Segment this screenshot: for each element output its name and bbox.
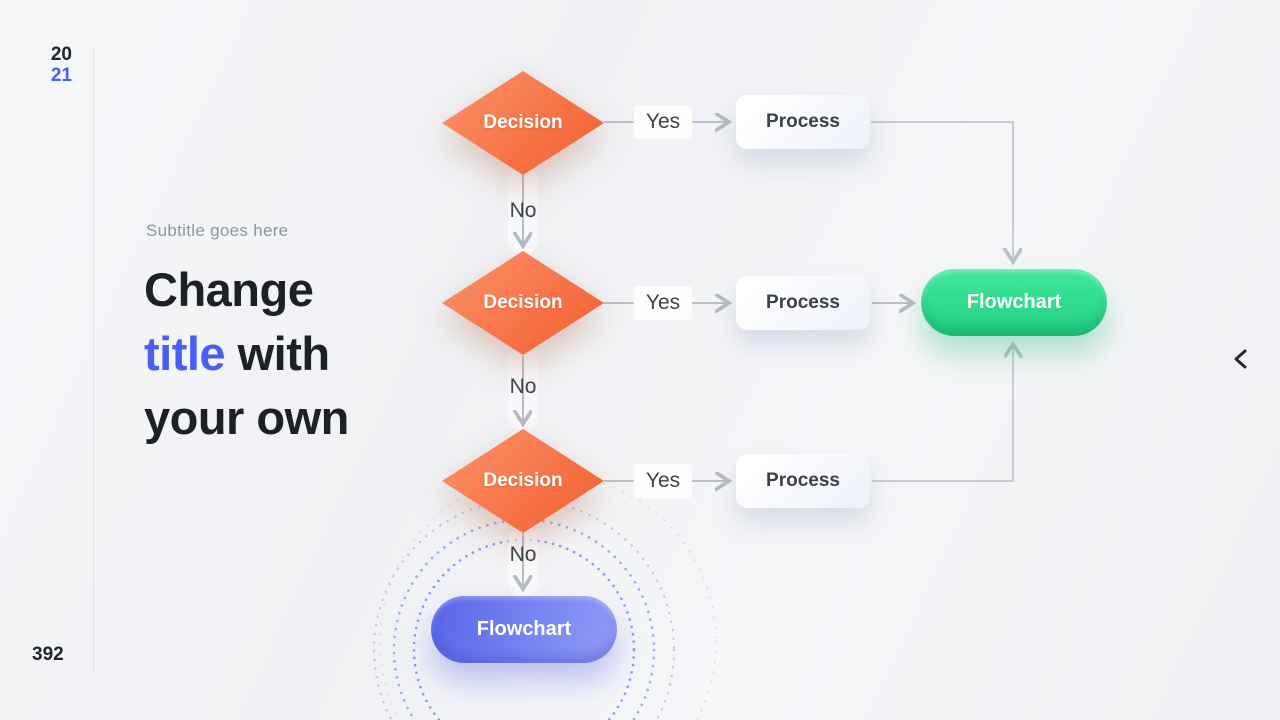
yes-label-1: Yes [634, 105, 692, 139]
decision-label: Decision [483, 112, 563, 133]
title-line-2: title with [144, 327, 330, 380]
slide-title: Change title with your own [144, 258, 474, 450]
no-label-1: No [509, 199, 537, 222]
no-label-2: No [509, 375, 537, 398]
page-number: 392 [32, 644, 64, 665]
slide-subtitle: Subtitle goes here [146, 221, 289, 240]
decision-label: Decision [483, 292, 563, 313]
title-line-1: Change [144, 263, 314, 316]
flowchart-terminal-right: Flowchart [921, 269, 1107, 336]
chevron-left-icon[interactable] [1232, 348, 1250, 370]
vertical-divider [93, 48, 94, 672]
yes-label-3: Yes [634, 464, 692, 498]
yes-label-2: Yes [634, 286, 692, 320]
year-bottom: 21 [50, 65, 72, 86]
no-label-3: No [509, 543, 537, 566]
process-node-2: Process [736, 276, 870, 330]
year-badge: 20 21 [38, 44, 72, 86]
process-node-3: Process [736, 454, 870, 508]
flowchart-terminal-bottom: Flowchart [431, 596, 617, 663]
title-line-3: your own [144, 391, 349, 444]
year-top: 20 [50, 44, 72, 65]
process-node-1: Process [736, 95, 870, 149]
decision-node-2: Decision [442, 251, 604, 355]
decision-node-1: Decision [442, 71, 604, 175]
title-highlight: title [144, 327, 226, 380]
decision-label: Decision [483, 470, 563, 491]
